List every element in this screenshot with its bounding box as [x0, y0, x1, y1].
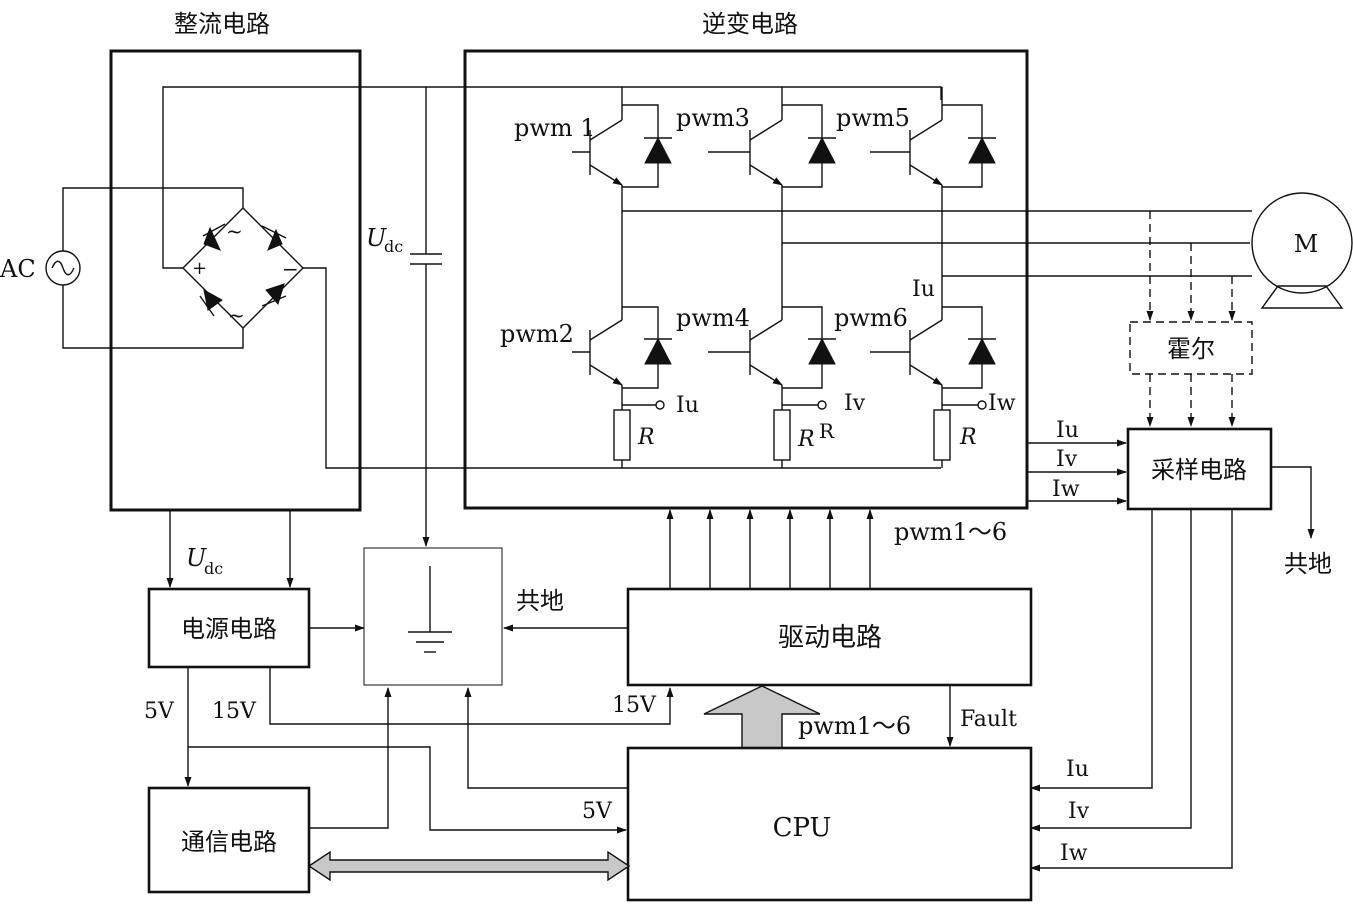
inverter-block — [463, 49, 1029, 510]
iv-label: Iv — [1056, 447, 1078, 472]
iu-sense-label: Iu — [676, 393, 699, 418]
inverter-title: 逆变电路 — [702, 10, 798, 38]
r-label: R — [637, 425, 655, 450]
v5-cpu-label: 5V — [582, 799, 613, 824]
ground-block — [363, 547, 503, 686]
iw-label: Iw — [1052, 477, 1080, 502]
diode-bridge — [182, 207, 304, 329]
motor-label: M — [1294, 230, 1319, 258]
comm-to-ground-wire — [309, 687, 392, 829]
iw-sense-label: Iw — [988, 391, 1016, 416]
sampling-ground-wire — [1271, 466, 1315, 539]
hall-label: 霍尔 — [1167, 335, 1215, 363]
pwm2-label: pwm2 — [500, 320, 574, 348]
ac-top-wire — [62, 187, 244, 251]
igbt-lower-4 — [708, 306, 836, 389]
v5-left-label: 5V — [144, 699, 175, 724]
pwm-cpu-label: pwm1～6 — [798, 712, 911, 740]
udc-sub-label: dc — [384, 237, 403, 256]
plus-label: + — [192, 258, 207, 279]
udc-power-sub-label: dc — [204, 559, 223, 578]
iw-to-cpu — [1030, 509, 1233, 872]
sampling-label: 采样电路 — [1151, 456, 1247, 484]
bridge-diode-icon — [199, 289, 223, 317]
cpu-block — [626, 746, 1033, 902]
common-ground-label: 共地 — [516, 587, 564, 615]
igbt-upper-5 — [870, 104, 996, 188]
fault-label: Fault — [960, 707, 1017, 732]
bridge-diode-icon — [202, 223, 226, 251]
shunt-resistor-w — [933, 385, 987, 468]
iu-label: Iu — [1056, 418, 1079, 443]
pwm5-label: pwm5 — [836, 104, 910, 132]
iu-phase-label: Iu — [912, 277, 935, 302]
iu-cpu-label: Iu — [1066, 757, 1089, 782]
rectifier-block — [109, 49, 362, 512]
iv-sense-label: Iv — [844, 391, 866, 416]
pwm-bus-arrow-icon — [703, 685, 821, 749]
comm-label: 通信电路 — [181, 828, 277, 856]
v15-driver-label: 15V — [612, 693, 657, 718]
v15-left-label: 15V — [212, 699, 257, 724]
ac-wave-icon — [51, 260, 75, 276]
driver-label: 驱动电路 — [778, 623, 882, 653]
ac-bottom-wire — [62, 285, 244, 349]
pwm3-label: pwm3 — [676, 104, 750, 132]
iv-cpu-label: Iv — [1068, 799, 1090, 824]
iu-to-cpu — [1030, 509, 1153, 792]
igbt-lower-2 — [572, 306, 672, 389]
shunt-resistor-v — [773, 385, 827, 468]
pwm4-label: pwm4 — [676, 304, 750, 332]
comm-cpu-bus-icon — [307, 850, 631, 882]
bridge-diode-icon — [261, 283, 287, 307]
motor-base-icon — [1260, 285, 1344, 309]
dc-bus-negative — [303, 267, 941, 469]
iv-to-cpu — [1030, 509, 1192, 832]
igbt-upper-3 — [708, 87, 836, 188]
r-extra-label: R — [819, 419, 835, 443]
udc-power-label: U — [186, 544, 207, 572]
dc-bus-positive — [162, 86, 942, 269]
5v-to-cpu-wire — [188, 746, 627, 834]
pwm1-label: pwm 1 — [514, 114, 596, 142]
sampling-block — [1126, 427, 1273, 511]
motor-icon — [1251, 192, 1353, 294]
driver-block — [626, 587, 1033, 687]
tilde-label: ~ — [226, 219, 243, 243]
comm-block — [147, 786, 311, 894]
common-ground-out-label: 共地 — [1284, 550, 1332, 578]
minus-label: − — [282, 257, 299, 281]
igbt-upper-1 — [572, 87, 672, 188]
udc-label: U — [366, 224, 387, 252]
iw-cpu-label: Iw — [1060, 841, 1088, 866]
pwm-bus-label: pwm1～6 — [894, 518, 1007, 546]
cpu-to-ground-wire — [464, 687, 628, 789]
igbt-lower-6 — [870, 306, 996, 389]
power-block — [147, 587, 311, 669]
pwm6-label: pwm6 — [834, 304, 908, 332]
cpu-label: CPU — [773, 813, 832, 843]
power-label: 电源电路 — [181, 615, 277, 643]
r-label: R — [959, 425, 977, 450]
tilde-label: ~ — [228, 303, 245, 327]
15v-to-driver-wire — [269, 667, 674, 725]
ac-label: AC — [0, 255, 36, 283]
r-label: R — [797, 427, 815, 452]
rectifier-title: 整流电路 — [174, 10, 270, 38]
shunt-resistor-u — [613, 385, 665, 468]
bridge-diode-icon — [261, 225, 287, 251]
